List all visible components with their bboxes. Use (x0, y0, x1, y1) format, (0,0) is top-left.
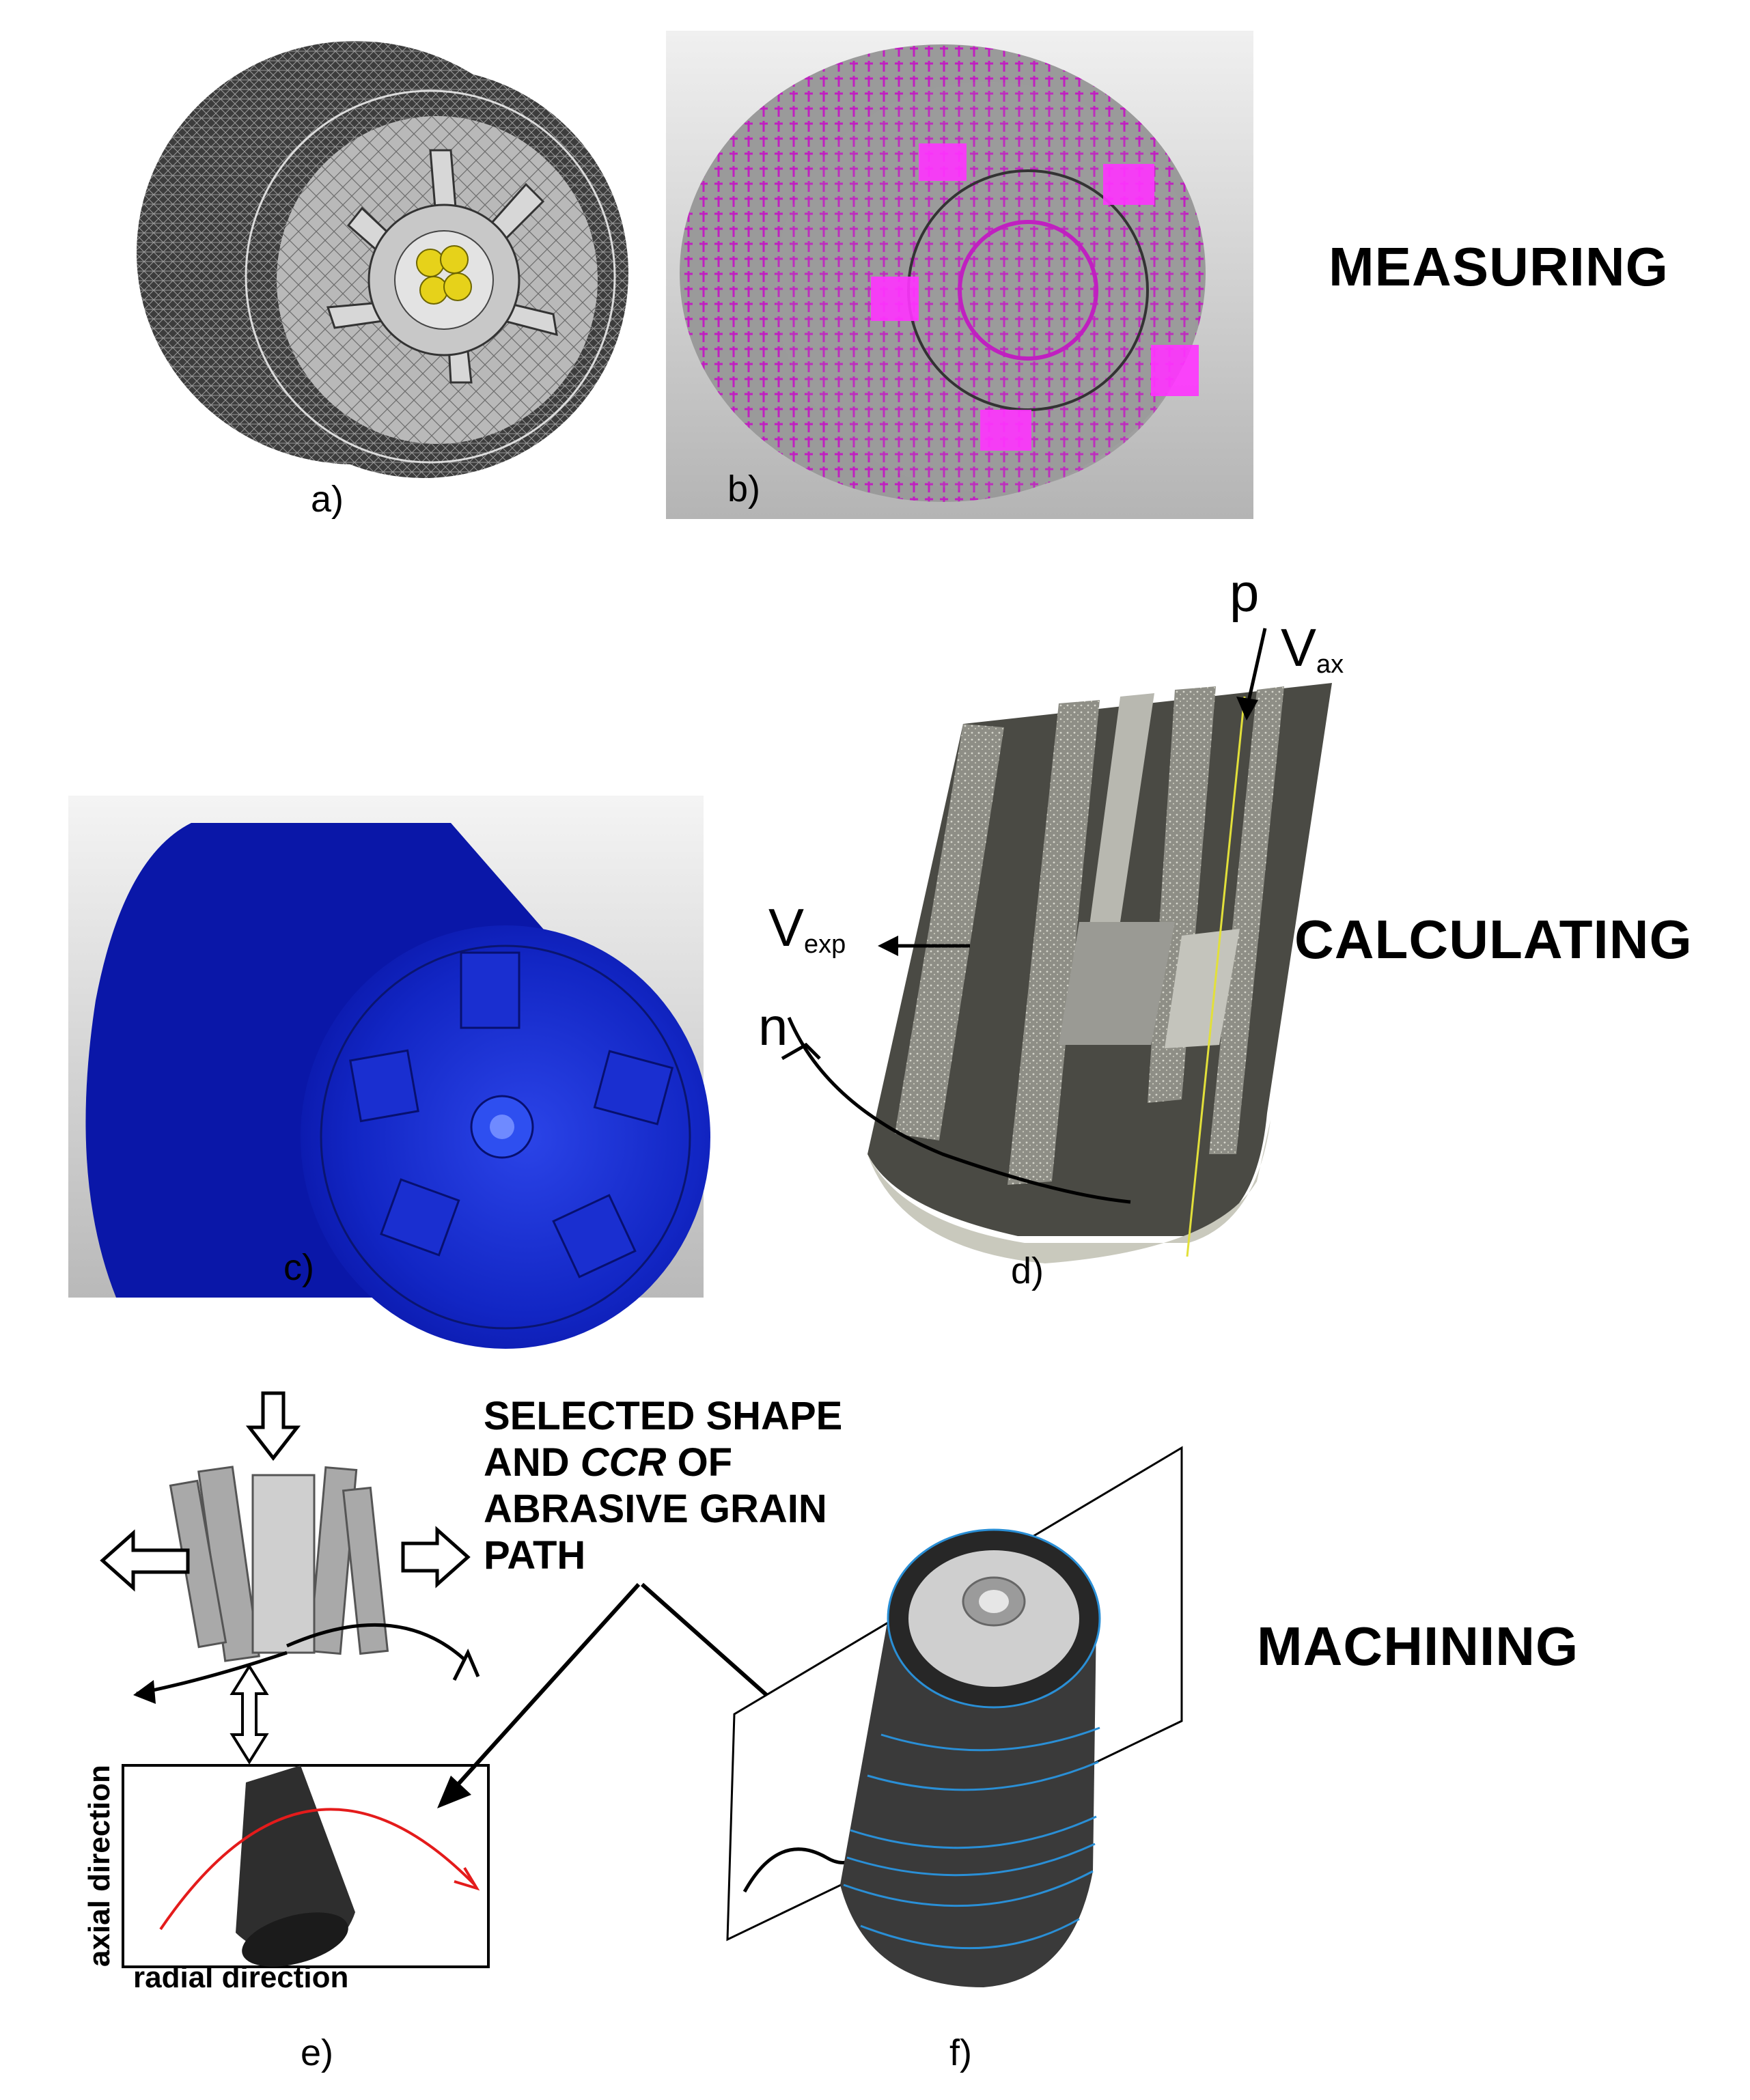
axis-label-radial: radial direction (133, 1961, 348, 1994)
caption-e: e) (301, 2032, 334, 2073)
sensor-markers (416, 245, 472, 305)
panel-f-workpiece (726, 1446, 1183, 1987)
caption-d: d) (1011, 1250, 1044, 1291)
caption-b: b) (727, 468, 761, 509)
caption-a: a) (311, 479, 344, 520)
panel-a-mesh-wheel (137, 41, 628, 478)
symbol-n: n (758, 996, 788, 1056)
axis-label-axial: axial direction (83, 1765, 116, 1967)
stage-machining-label: MACHINING (1257, 1616, 1579, 1677)
stage-calculating-label: CALCULATING (1294, 909, 1693, 970)
caption-c: c) (283, 1247, 314, 1288)
symbol-v-ax: Vax (1281, 617, 1344, 679)
panel-e-tool-and-path: axial direction radial direction (83, 1391, 490, 1994)
support-pads (871, 143, 1199, 451)
symbol-v-exp: Vexp (768, 897, 846, 959)
symbol-p: p (1230, 563, 1259, 623)
panel-b-boundary-conditions (666, 31, 1253, 519)
grain-path-curve (159, 1808, 476, 1931)
rotation-axis (1186, 696, 1246, 1257)
rotation-arrow (787, 1017, 1131, 1204)
panel-c-fea-result (68, 796, 710, 1349)
stage-measuring-label: MEASURING (1329, 236, 1669, 297)
selected-shape-note: SELECTED SHAPE AND CCR OF ABRASIVE GRAIN… (484, 1394, 843, 1578)
panel-d-cross-section: p Vax Vexp n (758, 563, 1344, 1263)
caption-f: f) (949, 2032, 972, 2073)
